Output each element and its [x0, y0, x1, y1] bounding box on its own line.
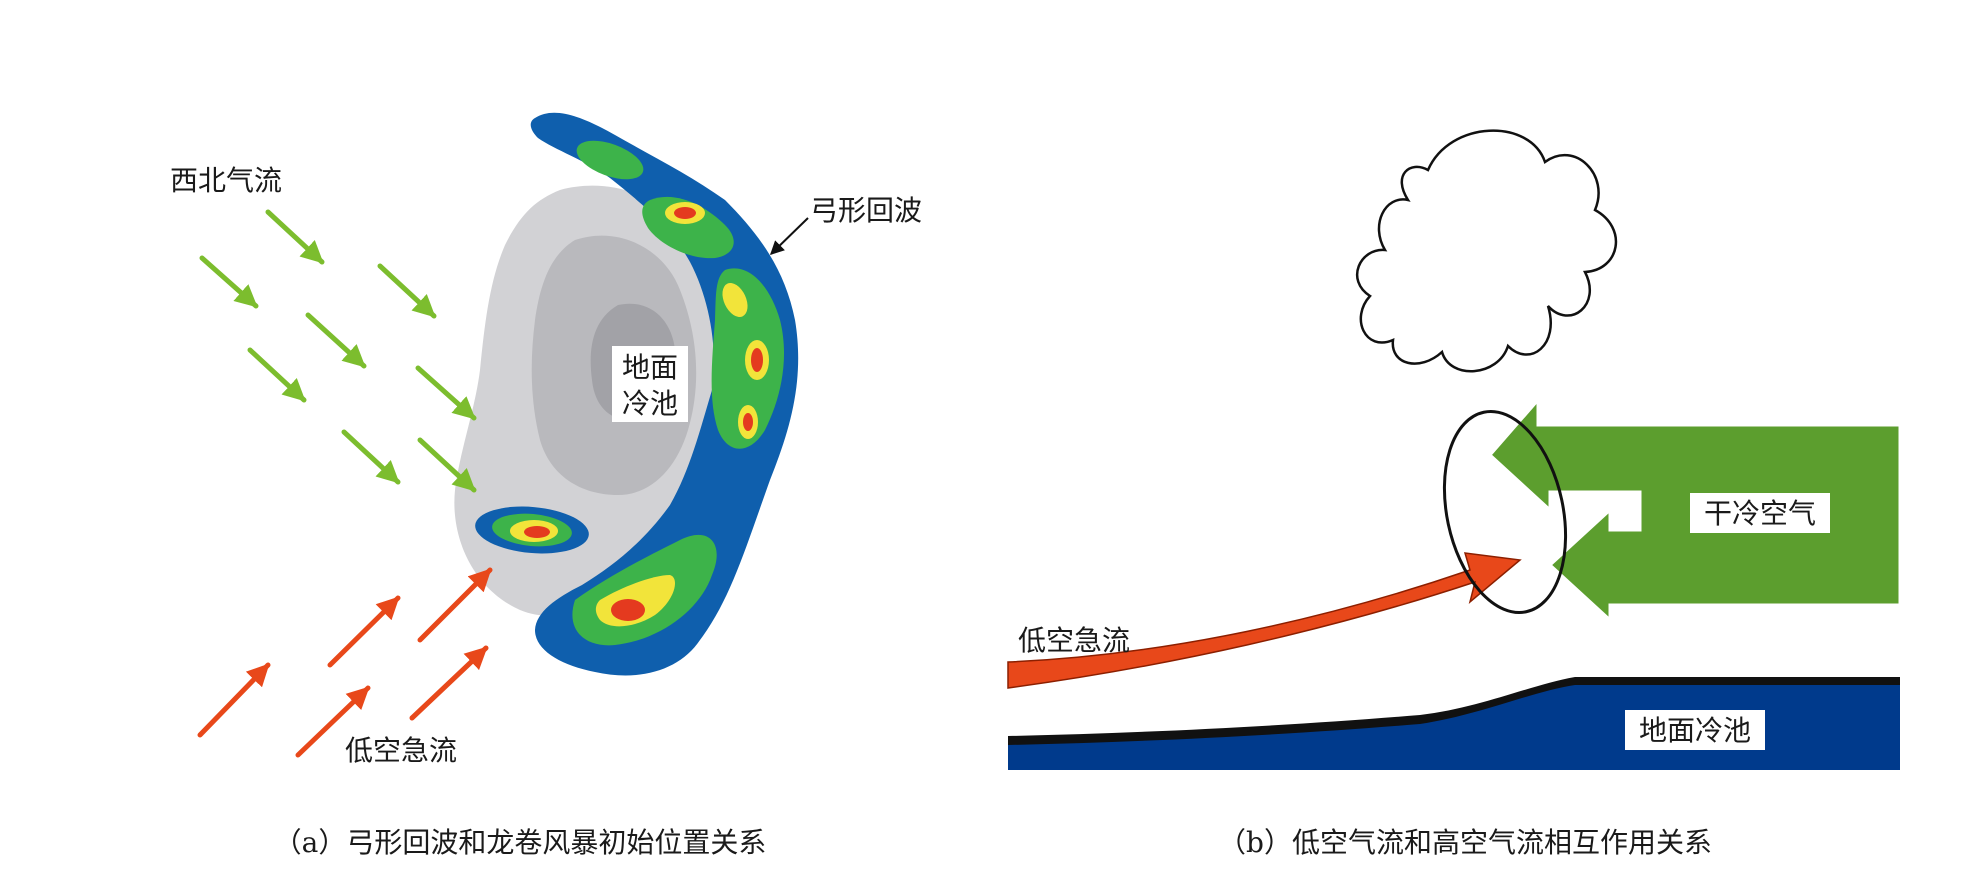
label-low-level-jet-b: 低空急流 — [1018, 624, 1130, 657]
northwest-flow-arrow — [199, 255, 259, 309]
panel-a: 西北气流 弓形回波 地面 冷池 低空急流 （a）弓形回波和龙卷风暴初始位置关系 — [170, 112, 922, 859]
cold-pool-label-box-b — [1625, 710, 1765, 750]
caption-a: （a）弓形回波和龙卷风暴初始位置关系 — [274, 826, 767, 859]
bow-echo — [530, 112, 799, 676]
northwest-flow-arrow — [265, 209, 325, 265]
low-level-jet-arrow — [1007, 552, 1522, 689]
northwest-flow-arrow — [415, 365, 477, 421]
label-low-level-jet-a: 低空急流 — [345, 734, 457, 767]
low-level-jet-arrow — [417, 567, 493, 643]
interaction-circle — [1442, 410, 1568, 614]
cloud-icon — [1356, 129, 1618, 373]
label-dry-cold-air: 干冷空气 — [1704, 497, 1816, 530]
panel-b: 干冷空气 地面冷池 低空急流 （b）低空气流和高空气流相互作用关系 — [1007, 129, 1902, 859]
bow-echo-pointer — [769, 217, 809, 255]
low-level-jet-arrow — [197, 662, 271, 738]
low-level-jet-arrows — [197, 567, 493, 758]
label-cold-pool-b: 地面冷池 — [1639, 714, 1751, 747]
northwest-flow-arrow — [305, 312, 367, 369]
northwest-flow-arrow — [247, 347, 307, 403]
dry-cold-air-label-box — [1690, 493, 1830, 533]
label-cold-pool-line1: 地面 — [622, 351, 678, 384]
northwest-flow-arrows — [199, 209, 477, 493]
low-level-jet-arrow — [327, 595, 401, 668]
label-cold-pool-line2: 冷池 — [622, 387, 678, 420]
northwest-flow-arrow — [341, 429, 401, 485]
caption-b: （b）低空气流和高空气流相互作用关系 — [1218, 826, 1712, 859]
low-level-jet-arrow — [409, 645, 489, 721]
northwest-flow-arrow — [377, 263, 437, 319]
northwest-flow-arrow — [417, 437, 477, 493]
tornado-storm-cell — [475, 506, 589, 554]
label-bow-echo: 弓形回波 — [810, 194, 922, 227]
low-level-jet-arrow — [295, 685, 371, 758]
cold-pool-label-box — [612, 346, 688, 422]
label-northwest-flow: 西北气流 — [170, 164, 282, 197]
cold-pool-band — [1008, 685, 1900, 770]
